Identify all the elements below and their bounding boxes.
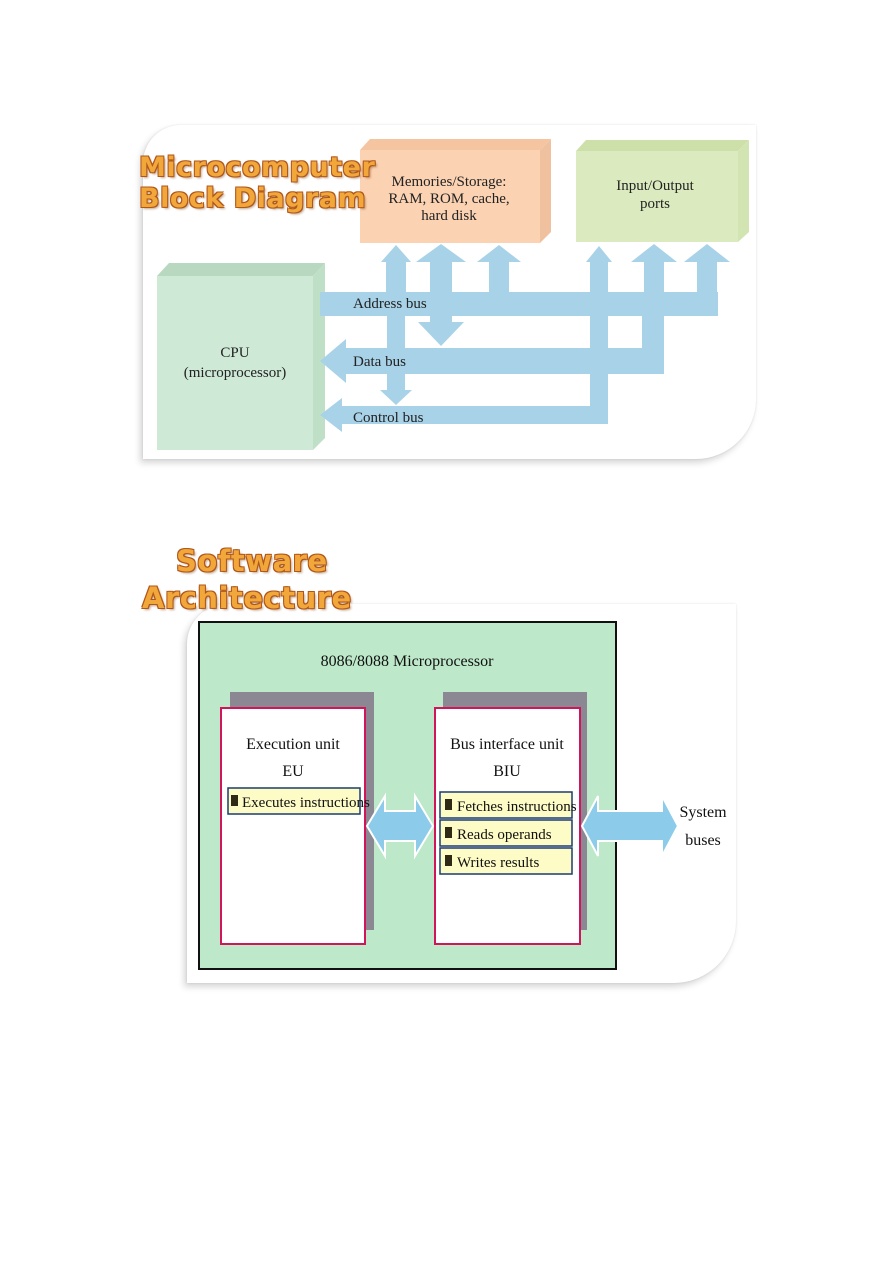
- block-diagram-heading: Microcomputer Block Diagram: [139, 152, 375, 214]
- biu-item: [439, 791, 573, 819]
- microprocessor-title: 8086/8088 Microprocessor: [321, 653, 495, 670]
- io-line-2: ports: [640, 196, 670, 212]
- cpu-line-2: (microprocessor): [184, 365, 286, 381]
- system-buses-line-1: System: [679, 804, 727, 821]
- biu-item-label: Writes results: [457, 855, 539, 871]
- architecture-heading: Software Architecture: [142, 543, 352, 617]
- heading-line-1: Microcomputer: [139, 152, 376, 183]
- bullet-icon: [445, 855, 452, 866]
- eu-title-2: EU: [282, 763, 304, 780]
- eu-item-label: Executes instructions: [242, 795, 370, 811]
- heading-line-2: Architecture: [142, 581, 352, 615]
- biu-title-2: BIU: [493, 763, 521, 780]
- bullet-icon: [231, 795, 238, 806]
- cpu-line-1: CPU: [220, 345, 249, 361]
- biu-item-label: Reads operands: [457, 827, 552, 843]
- memory-line-1: Memories/Storage:: [392, 174, 507, 190]
- eu-title-1: Execution unit: [246, 736, 340, 753]
- address-bus: [320, 244, 730, 316]
- bus-interface-unit: Bus interface unit BIU Fetches instructi…: [434, 707, 581, 945]
- io-line-1: Input/Output: [616, 178, 694, 194]
- heading-line-1: Software: [176, 544, 328, 578]
- biu-title-1: Bus interface unit: [450, 736, 564, 753]
- bullet-icon: [445, 827, 452, 838]
- eu-item: [227, 787, 361, 815]
- bullet-icon: [445, 799, 452, 810]
- memory-line-3: hard disk: [421, 208, 477, 224]
- data-bus-label: Data bus: [353, 354, 406, 370]
- heading-line-2: Block Diagram: [139, 183, 367, 214]
- control-bus: [320, 246, 612, 432]
- biu-item-label: Fetches instructions: [457, 799, 577, 815]
- io-box: [576, 140, 749, 242]
- biu-item: [439, 819, 573, 847]
- memory-box: [360, 139, 551, 243]
- address-bus-label: Address bus: [353, 296, 427, 312]
- eu-biu-arrow: [365, 792, 435, 860]
- execution-unit: Execution unit EU Executes instructions: [220, 707, 370, 945]
- system-bus-arrow: [580, 795, 680, 857]
- biu-item: [439, 847, 573, 875]
- control-bus-label: Control bus: [353, 410, 424, 426]
- memory-line-2: RAM, ROM, cache,: [388, 191, 509, 207]
- system-buses-line-2: buses: [685, 832, 721, 849]
